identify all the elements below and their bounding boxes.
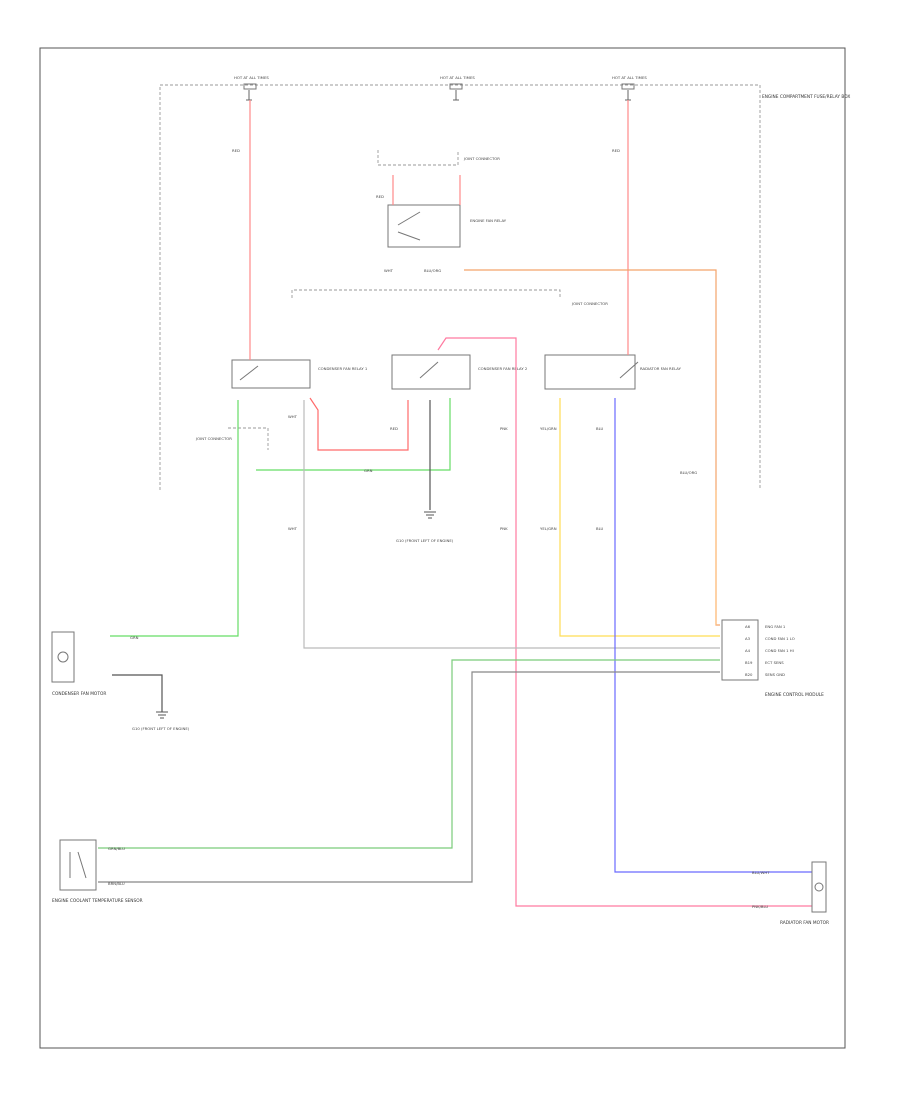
ecm-pin-3: COND FAN 1 HI: [765, 648, 794, 653]
wire-red-relay1-relay2: [309, 397, 409, 451]
radiator-fan-motor-label: RADIATOR FAN MOTOR: [780, 920, 829, 926]
fuse-box-outline: [159, 84, 761, 490]
fuse-3-label: HOT AT ALL TIMES: [612, 75, 647, 80]
wire-label-pnk-2: PNK: [500, 526, 508, 531]
condenser-fan-relay-2-label: CONDENSER FAN RELAY 2: [478, 366, 528, 371]
condenser-fan-relay-2: CONDENSER FAN RELAY 2: [391, 354, 528, 390]
wire-grn-relay2: [256, 398, 451, 471]
wire-pnk: [437, 337, 812, 907]
engine-fan-relay: ENGINE FAN RELAY: [387, 204, 507, 248]
wire-label-grn-2: GRN: [130, 635, 139, 640]
ground-left: G10 (FRONT LEFT OF ENGINE): [132, 711, 190, 731]
wire-blu: [614, 398, 812, 873]
wire-grn: [110, 400, 239, 637]
condenser-fan-relay-1: CONDENSER FAN RELAY 1: [231, 359, 368, 389]
ecm-pin-5: SENS GND: [765, 672, 785, 677]
ecm-connector: ENG FAN 1 COND FAN 1 LO COND FAN 1 HI EC…: [721, 619, 824, 698]
wire-label-red-3: RED: [376, 194, 384, 199]
wire-grn-blu: [98, 659, 720, 849]
wire-label-grn-blu: GRN/BLU: [108, 846, 125, 851]
radiator-fan-relay-label: RADIATOR FAN RELAY: [640, 366, 682, 371]
wire-label-wht-3: WHT: [288, 526, 298, 531]
ecm-pinno-5: B20: [745, 672, 753, 677]
ecm-label: ENGINE CONTROL MODULE: [765, 692, 824, 698]
ecm-pin-2: COND FAN 1 LO: [765, 636, 795, 641]
joint-connector-top-label: JOINT CONNECTOR: [463, 156, 500, 161]
ecm-pinno-3: A4: [745, 648, 751, 653]
wire-label-blu-wht: BLU/WHT: [752, 870, 770, 875]
wire-blk-left: [112, 674, 163, 712]
wire-yel-grn: [559, 398, 720, 637]
wire-label-brn-blu: BRN/BLU: [108, 881, 125, 886]
wire-label-blu-1: BLU: [596, 426, 604, 431]
wire-label-red-2: RED: [612, 148, 620, 153]
engine-coolant-temp-sensor-label: ENGINE COOLANT TEMPERATURE SENSOR: [52, 898, 143, 904]
radiator-fan-relay: RADIATOR FAN RELAY: [544, 354, 682, 390]
joint-connector-top: JOINT CONNECTOR: [377, 150, 500, 166]
wire-wht: [303, 400, 720, 649]
radiator-fan-motor: RADIATOR FAN MOTOR: [780, 861, 829, 926]
wire-red-fuse2: [392, 175, 461, 205]
wire-label-pnk-blu: PNK/BLU: [752, 904, 768, 909]
wire-label-grn-1: GRN: [364, 468, 373, 473]
wire-label-wht-1: WHT: [384, 268, 394, 273]
ground-center-label: G10 (FRONT LEFT OF ENGINE): [396, 538, 454, 543]
condenser-fan-relay-1-label: CONDENSER FAN RELAY 1: [318, 366, 368, 371]
wire-brn-blu: [98, 671, 720, 883]
joint-connector-left: JOINT CONNECTOR: [195, 427, 269, 450]
condenser-fan-motor-label: CONDENSER FAN MOTOR: [52, 691, 106, 697]
wire-label-yel-grn-1: YEL/GRN: [540, 426, 557, 431]
ecm-pinno-1: A6: [745, 624, 751, 629]
fuse-box-note: ENGINE COMPARTMENT FUSE/RELAY BOX: [762, 94, 850, 100]
fuse-3: HOT AT ALL TIMES: [612, 75, 647, 101]
wire-label-blu-org-1: BLU/ORG: [424, 268, 441, 273]
ground-left-label: G10 (FRONT LEFT OF ENGINE): [132, 726, 190, 731]
wire-label-blu-2: BLU: [596, 526, 604, 531]
ecm-pinno-4: B19: [745, 660, 753, 665]
engine-coolant-temp-sensor: ENGINE COOLANT TEMPERATURE SENSOR: [52, 839, 143, 904]
wire-label-red-1: RED: [232, 148, 240, 153]
fuse-1: HOT AT ALL TIMES: [234, 75, 269, 101]
joint-connector-left-label: JOINT CONNECTOR: [195, 436, 232, 441]
wire-blu-org: [464, 269, 720, 626]
ecm-pinno-2: A3: [745, 636, 751, 641]
wire-label-yel-grn-2: YEL/GRN: [540, 526, 557, 531]
engine-fan-relay-label: ENGINE FAN RELAY: [470, 218, 507, 223]
joint-connector-mid: JOINT CONNECTOR: [291, 289, 608, 306]
diagram-border: [39, 47, 846, 1049]
ecm-pin-1: ENG FAN 1: [765, 624, 786, 629]
wire-label-pnk-1: PNK: [500, 426, 508, 431]
ground-center: G10 (FRONT LEFT OF ENGINE): [396, 511, 454, 543]
wire-label-wht-2: WHT: [288, 414, 298, 419]
ecm-pin-4: ECT SENS: [765, 660, 784, 665]
fuse-2: HOT AT ALL TIMES: [440, 75, 475, 101]
fuse-2-label: HOT AT ALL TIMES: [440, 75, 475, 80]
wire-label-blu-org-2: BLU/ORG: [680, 470, 697, 475]
fuse-1-label: HOT AT ALL TIMES: [234, 75, 269, 80]
condenser-fan-motor: CONDENSER FAN MOTOR: [51, 631, 106, 697]
wire-label-red-4: RED: [390, 426, 398, 431]
joint-connector-mid-label: JOINT CONNECTOR: [571, 301, 608, 306]
